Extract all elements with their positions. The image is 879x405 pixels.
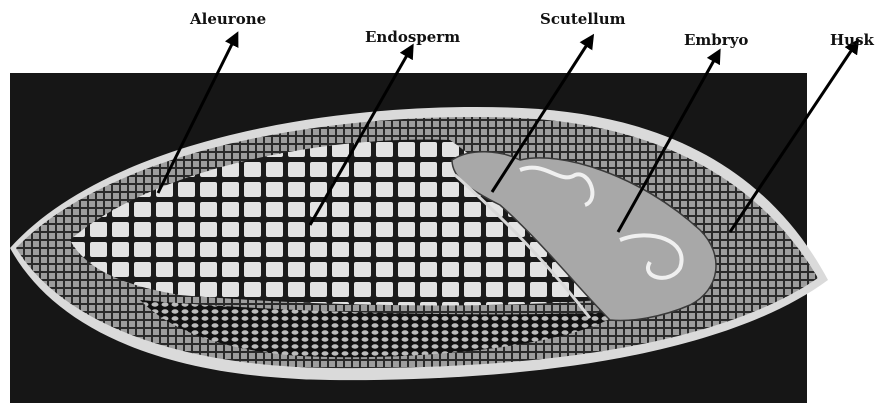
label-aleurone: Aleurone (189, 10, 266, 28)
label-husk: Husk (830, 31, 875, 49)
label-embryo: Embryo (684, 31, 748, 49)
label-scutellum: Scutellum (540, 10, 626, 28)
label-endosperm: Endosperm (365, 28, 460, 46)
